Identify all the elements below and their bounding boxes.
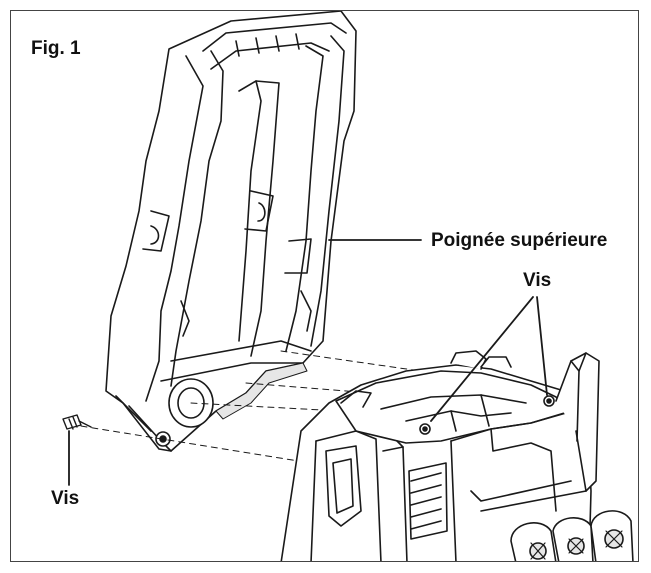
upper-handle [105, 11, 357, 452]
screw-hole-left [419, 423, 431, 435]
figure-title: Fig. 1 [31, 38, 81, 59]
knob-right [590, 510, 634, 561]
leader-vis-left-screw [430, 296, 534, 422]
label-upper-handle: Poignée supérieure [431, 230, 608, 251]
leader-vis-right-screw [536, 296, 548, 396]
knob-left [510, 522, 557, 561]
assembly-drawing [62, 11, 634, 561]
leader-lines [68, 239, 548, 486]
screw-hole-right [543, 395, 555, 407]
figure-frame: Fig. 1 Poignée supérieure Vis Vis [10, 10, 639, 562]
label-screw-left: Vis [51, 488, 80, 509]
knob-middle [552, 517, 594, 561]
machine-body [280, 350, 634, 561]
label-screw-top: Vis [523, 270, 552, 291]
screw-icon [62, 414, 92, 430]
